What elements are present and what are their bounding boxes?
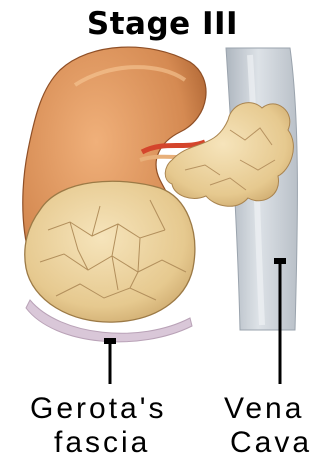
pointer-gerota <box>104 338 116 384</box>
label-gerotas-line1: Gerota's <box>30 392 166 426</box>
label-vena-line1: Vena <box>224 392 312 426</box>
tumor-mass <box>25 181 195 322</box>
label-gerotas-fascia: Gerota's fascia <box>30 392 166 460</box>
label-vena-cava: Vena Cava <box>224 392 312 460</box>
label-gerotas-line2: fascia <box>30 426 166 460</box>
label-vena-line2: Cava <box>224 426 312 460</box>
